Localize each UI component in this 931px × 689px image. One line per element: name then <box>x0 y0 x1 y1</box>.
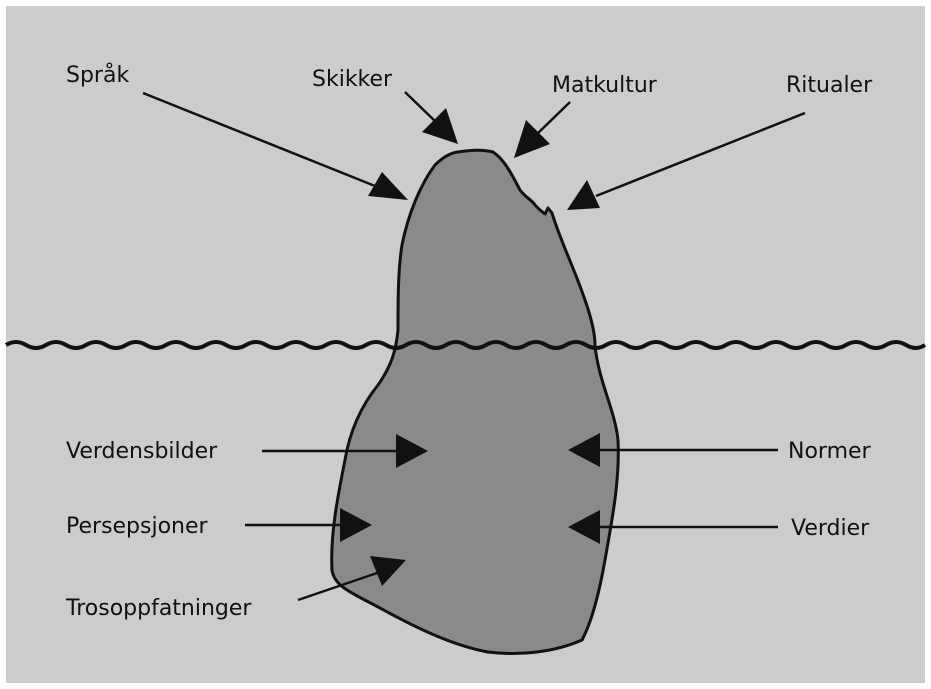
label-spraak: Språk <box>66 62 129 88</box>
label-persepsjoner: Persepsjoner <box>66 514 209 539</box>
iceberg-shape <box>332 150 619 653</box>
label-trosoppfatninger: Trosoppfatninger <box>65 596 252 621</box>
label-verdensbilder: Verdensbilder <box>66 439 218 464</box>
label-normer: Normer <box>788 439 872 464</box>
arrow-spraak <box>143 93 408 200</box>
arrow-matkultur <box>514 102 570 158</box>
label-ritualer: Ritualer <box>786 73 873 98</box>
arrow-verdier <box>568 510 778 544</box>
label-matkultur: Matkultur <box>552 73 658 98</box>
arrow-normer <box>568 433 778 467</box>
label-verdier: Verdier <box>791 516 870 541</box>
arrow-skikker <box>405 92 458 144</box>
arrow-ritualer <box>567 113 805 210</box>
label-skikker: Skikker <box>312 67 393 92</box>
